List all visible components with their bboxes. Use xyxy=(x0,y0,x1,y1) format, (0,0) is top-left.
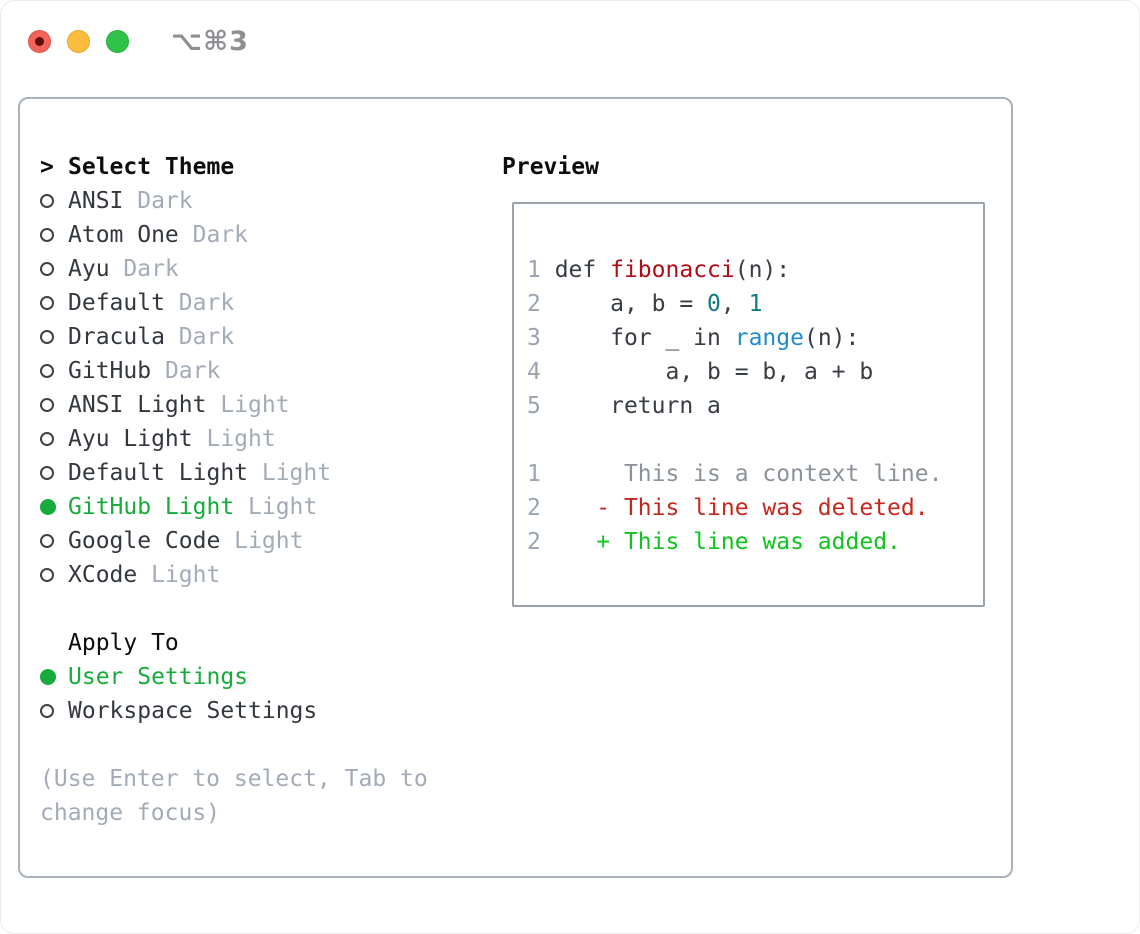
option-label: GitHub Light xyxy=(68,494,235,520)
option-label: Default Light xyxy=(68,460,249,486)
theme-option-dracula[interactable]: Dracula Dark xyxy=(40,320,428,354)
option-variant-label: Light xyxy=(220,528,304,554)
line-number: 2 xyxy=(527,495,541,521)
radio-icon xyxy=(40,330,54,344)
radio-selected-icon xyxy=(40,499,56,515)
radio-selected-icon xyxy=(40,669,56,685)
code-line: 1 def fibonacci(n): xyxy=(527,257,791,283)
option-label: Default xyxy=(68,290,165,316)
code-line: 4 a, b = b, a + b xyxy=(527,359,874,385)
option-label: GitHub xyxy=(68,358,152,384)
radio-icon xyxy=(40,432,54,446)
code-line: 2 a, b = 0, 1 xyxy=(527,291,763,317)
code-line: 5 return a xyxy=(527,393,721,419)
maximize-button[interactable] xyxy=(106,30,129,53)
close-button[interactable] xyxy=(28,30,51,53)
theme-option-ayu-light[interactable]: Ayu Light Light xyxy=(40,422,428,456)
minimize-button[interactable] xyxy=(67,30,90,53)
option-variant-label: Dark xyxy=(164,290,235,316)
option-label: User Settings xyxy=(68,664,249,690)
titlebar: ⌥⌘3 xyxy=(28,26,249,57)
line-number: 4 xyxy=(527,359,541,385)
option-label: XCode xyxy=(68,562,138,588)
select-theme-title: Select Theme xyxy=(68,154,235,180)
close-dot-icon xyxy=(35,37,44,46)
apply-to-header: Apply To xyxy=(40,626,428,660)
theme-option-ayu[interactable]: Ayu Dark xyxy=(40,252,428,286)
radio-icon xyxy=(40,228,54,242)
radio-icon xyxy=(40,534,54,548)
code-line: 1 This is a context line. xyxy=(527,461,943,487)
theme-option-github-light[interactable]: GitHub Light Light xyxy=(40,490,428,524)
radio-icon xyxy=(40,398,54,412)
theme-option-default[interactable]: Default Dark xyxy=(40,286,428,320)
radio-icon xyxy=(40,364,54,378)
theme-option-atom-one[interactable]: Atom One Dark xyxy=(40,218,428,252)
spacer xyxy=(40,728,428,762)
option-variant-label: Light xyxy=(248,460,332,486)
preview-box: 1 def fibonacci(n): 2 a, b = 0, 1 3 for _ … xyxy=(512,202,985,607)
theme-option-github[interactable]: GitHub Dark xyxy=(40,354,428,388)
option-label: Ayu Light xyxy=(68,426,193,452)
option-label: ANSI xyxy=(68,188,124,214)
spacer xyxy=(40,592,428,626)
option-label: ANSI Light xyxy=(68,392,207,418)
theme-option-ansi[interactable]: ANSI Dark xyxy=(40,184,428,218)
select-theme-header: > Select Theme xyxy=(40,150,428,184)
option-variant-label: Dark xyxy=(164,324,235,350)
option-variant-label: Light xyxy=(137,562,221,588)
radio-icon xyxy=(40,262,54,276)
preview-title: Preview xyxy=(502,154,599,180)
line-number: 3 xyxy=(527,325,541,351)
option-variant-label: Light xyxy=(192,426,276,452)
line-number: 2 xyxy=(527,291,541,317)
code-line: 2 - This line was deleted. xyxy=(527,495,929,521)
preview-code: 1 def fibonacci(n): 2 a, b = 0, 1 3 for _ … xyxy=(527,253,983,559)
theme-option-xcode[interactable]: XCode Light xyxy=(40,558,428,592)
line-number: 2 xyxy=(527,529,541,555)
window-shortcut-label: ⌥⌘3 xyxy=(171,26,249,57)
option-variant-label: Dark xyxy=(151,358,221,384)
hint-line-2: change focus) xyxy=(40,800,221,826)
hint-line-1: (Use Enter to select, Tab to xyxy=(40,766,428,792)
line-number: 1 xyxy=(527,461,541,487)
theme-option-workspace-settings[interactable]: Workspace Settings xyxy=(40,694,428,728)
option-variant-label: Light xyxy=(234,494,318,520)
option-variant-label: Dark xyxy=(178,222,249,248)
line-number: 1 xyxy=(527,257,541,283)
theme-option-default-light[interactable]: Default Light Light xyxy=(40,456,428,490)
apply-to-title: Apply To xyxy=(68,630,179,656)
theme-option-ansi-light[interactable]: ANSI Light Light xyxy=(40,388,428,422)
code-line: 2 + This line was added. xyxy=(527,529,901,555)
cursor-prompt-icon: > xyxy=(40,154,54,180)
option-label: Workspace Settings xyxy=(68,698,318,724)
option-label: Dracula xyxy=(68,324,165,350)
theme-option-user-settings[interactable]: User Settings xyxy=(40,660,428,694)
theme-option-google-code[interactable]: Google Code Light xyxy=(40,524,428,558)
option-variant-label: Light xyxy=(206,392,290,418)
radio-icon xyxy=(40,704,54,718)
option-label: Atom One xyxy=(68,222,179,248)
code-line: 3 for _ in range(n): xyxy=(527,325,860,351)
code-line xyxy=(527,423,983,457)
option-variant-label: Dark xyxy=(123,188,193,214)
option-variant-label: Dark xyxy=(109,256,179,282)
traffic-lights xyxy=(28,30,145,53)
radio-icon xyxy=(40,568,54,582)
radio-icon xyxy=(40,466,54,480)
radio-icon xyxy=(40,194,54,208)
option-label: Ayu xyxy=(68,256,110,282)
line-number: 5 xyxy=(527,393,541,419)
radio-icon xyxy=(40,296,54,310)
option-label: Google Code xyxy=(68,528,221,554)
